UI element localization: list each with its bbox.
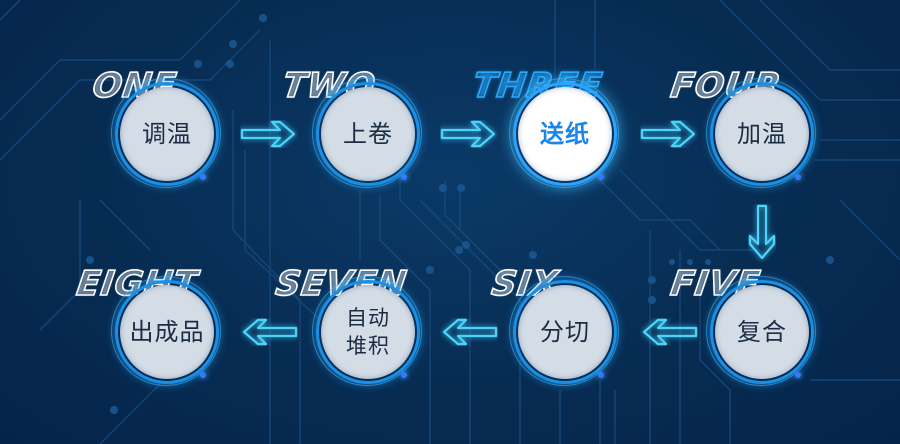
node-outer-ring [706, 276, 816, 386]
step-label: 分切 [540, 318, 590, 346]
step-label: 上卷 [343, 120, 393, 148]
ring-dot [598, 174, 604, 180]
node-glow-ring [115, 280, 219, 384]
step-label-line1: 自动 [346, 306, 390, 330]
step-label: 复合 [737, 318, 787, 346]
arrow-left-icon [642, 318, 698, 346]
step-node-five[interactable]: 复合 [702, 272, 822, 392]
node-disc: 出成品 [120, 285, 214, 379]
node-disc: 分切 [518, 285, 612, 379]
step-node-one[interactable]: 调温 [107, 74, 227, 194]
step-node-six[interactable]: 分切 [505, 272, 625, 392]
node-disc: 送纸 [518, 87, 612, 181]
step-node-two[interactable]: 上卷 [308, 74, 428, 194]
node-glow-ring [513, 82, 617, 186]
node-disc: 加温 [715, 87, 809, 181]
node-glow-ring [710, 82, 814, 186]
arrow-left-icon [442, 318, 498, 346]
node-outer-ring [111, 276, 221, 386]
arrow-right-icon [240, 120, 296, 148]
ring-dot [795, 372, 801, 378]
node-glow-ring [513, 280, 617, 384]
step-node-four[interactable]: 加温 [702, 74, 822, 194]
step-node-seven[interactable]: 自动 堆积 [308, 272, 428, 392]
arrow-right-icon [440, 120, 496, 148]
node-outer-ring [312, 276, 422, 386]
step-label: 加温 [737, 120, 787, 148]
node-outer-ring [111, 78, 221, 188]
arrow-down-icon [748, 204, 776, 260]
ring-dot [401, 174, 407, 180]
step-label: 调温 [142, 120, 192, 148]
ring-dot [401, 372, 407, 378]
step-node-three-active[interactable]: 送纸 [505, 74, 625, 194]
node-outer-ring [312, 78, 422, 188]
step-label: 送纸 [540, 120, 590, 148]
ring-dot [200, 372, 206, 378]
ring-dot [795, 174, 801, 180]
node-outer-ring [509, 78, 619, 188]
ring-dot [598, 372, 604, 378]
node-glow-ring [710, 280, 814, 384]
node-glow-ring [316, 280, 420, 384]
node-disc: 上卷 [321, 87, 415, 181]
arrow-left-icon [242, 318, 298, 346]
node-glow-ring [115, 82, 219, 186]
arrow-right-icon [640, 120, 696, 148]
node-outer-ring [509, 276, 619, 386]
step-label-line2: 堆积 [346, 334, 390, 358]
node-disc: 调温 [120, 87, 214, 181]
node-glow-ring [316, 82, 420, 186]
node-disc: 复合 [715, 285, 809, 379]
ring-dot [200, 174, 206, 180]
step-node-eight[interactable]: 出成品 [107, 272, 227, 392]
step-label: 出成品 [129, 318, 205, 346]
node-disc: 自动 堆积 [321, 285, 415, 379]
node-outer-ring [706, 78, 816, 188]
